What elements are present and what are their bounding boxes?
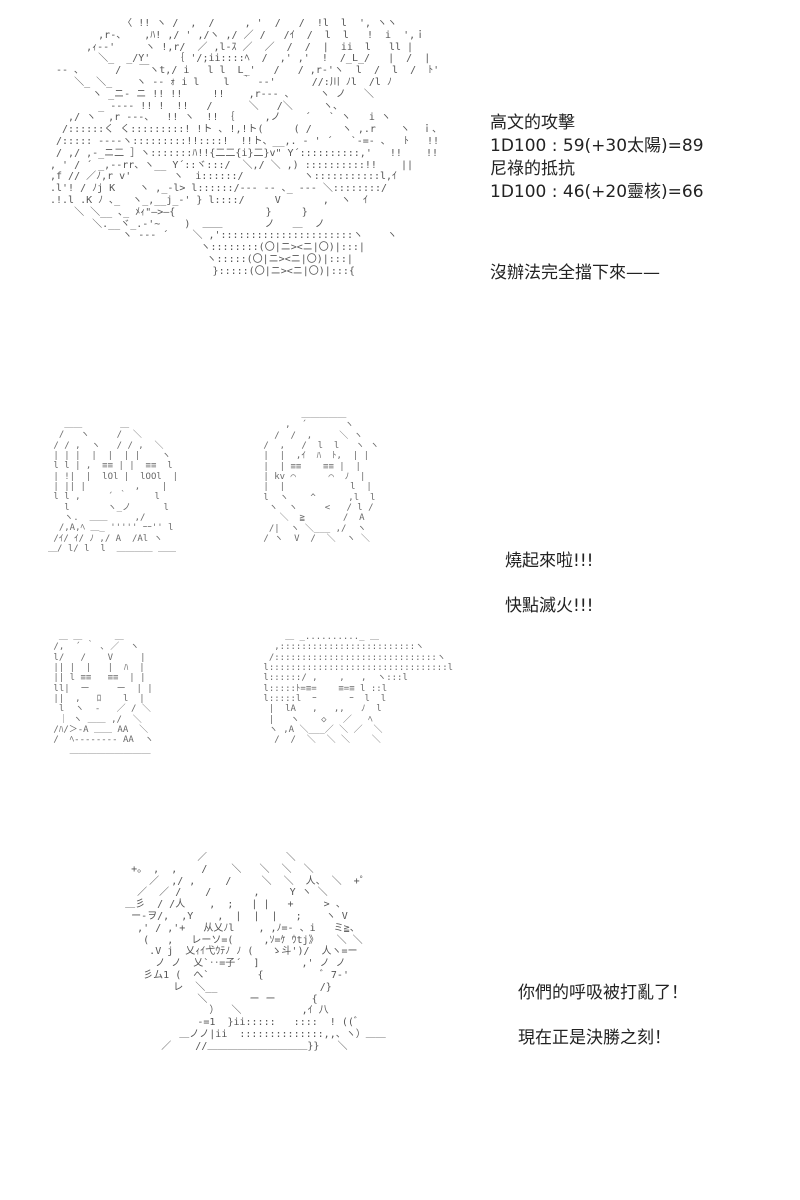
outcome-text: 沒辦法完全擋下來—— xyxy=(490,263,660,283)
attack-roll-result: 1D100 : 59(+30太陽)=89 xyxy=(490,135,704,156)
panel-decisive: ／ ＼ +。 , , / ＼ ＼ ＼ ＼ ／ ,/ , / ＼ ＼ 人、 ＼ +… xyxy=(0,840,800,1200)
breath-disrupted-text: 你們的呼吸被打亂了！ xyxy=(518,983,688,1003)
fire-caption: 燒起來啦!!! 快點滅火!!! xyxy=(505,550,593,618)
attacker-label: 高文的攻擊 xyxy=(490,113,575,133)
portrait-bottom-right: ＿ _.........._ ＿ ,::::::::::::::::::::::… xyxy=(263,632,454,746)
portrait-top-right: ＿＿＿＿＿ , ´ ヽ / / , ＼ ヽ / , / l l ヽ ヽ | | … xyxy=(263,410,379,545)
portrait-bottom-left: ＿ ＿ ＿ /, ´ ｀ ､ ／ ヽ l/ / V | || | | | ﾊ |… xyxy=(53,632,154,756)
decisive-caption: 你們的呼吸被打亂了！ 現在正是決勝之刻！ xyxy=(518,982,688,1050)
defender-label: 尼祿的抵抗 xyxy=(490,158,575,179)
fire-shout: 燒起來啦!!! xyxy=(505,551,594,571)
attack-roll-caption: 高文的攻擊 1D100 : 59(+30太陽)=89 尼祿的抵抗 1D100 :… xyxy=(490,112,704,204)
extinguish-shout: 快點滅火!!! xyxy=(505,595,594,616)
ascii-art-decisive: ／ ＼ +。 , , / ＼ ＼ ＼ ＼ ／ ,/ , / ＼ ＼ 人、 ＼ +… xyxy=(125,852,386,1052)
portrait-top-left: ＿＿ ＿ / ヽ / ＼ / / , ヽ / / , ＼ | | | | | |… xyxy=(48,420,179,555)
resist-roll-result: 1D100 : 46(+20靈核)=66 xyxy=(490,181,704,202)
outcome-caption: 沒辦法完全擋下來—— xyxy=(490,262,660,285)
panel-attack: 〈 !! ヽ / , / , ' / / !l l ', ヽヽ ,r‐、 ,ﾊ!… xyxy=(0,0,800,400)
panel-fire: ＿＿ ＿ / ヽ / ＼ / / , ヽ / / , ＼ | | | | | |… xyxy=(0,400,800,840)
decisive-moment-text: 現在正是決勝之刻！ xyxy=(518,1027,671,1048)
ascii-art-attack: 〈 !! ヽ / , / , ' / / !l l ', ヽヽ ,r‐、 ,ﾊ!… xyxy=(50,18,440,277)
